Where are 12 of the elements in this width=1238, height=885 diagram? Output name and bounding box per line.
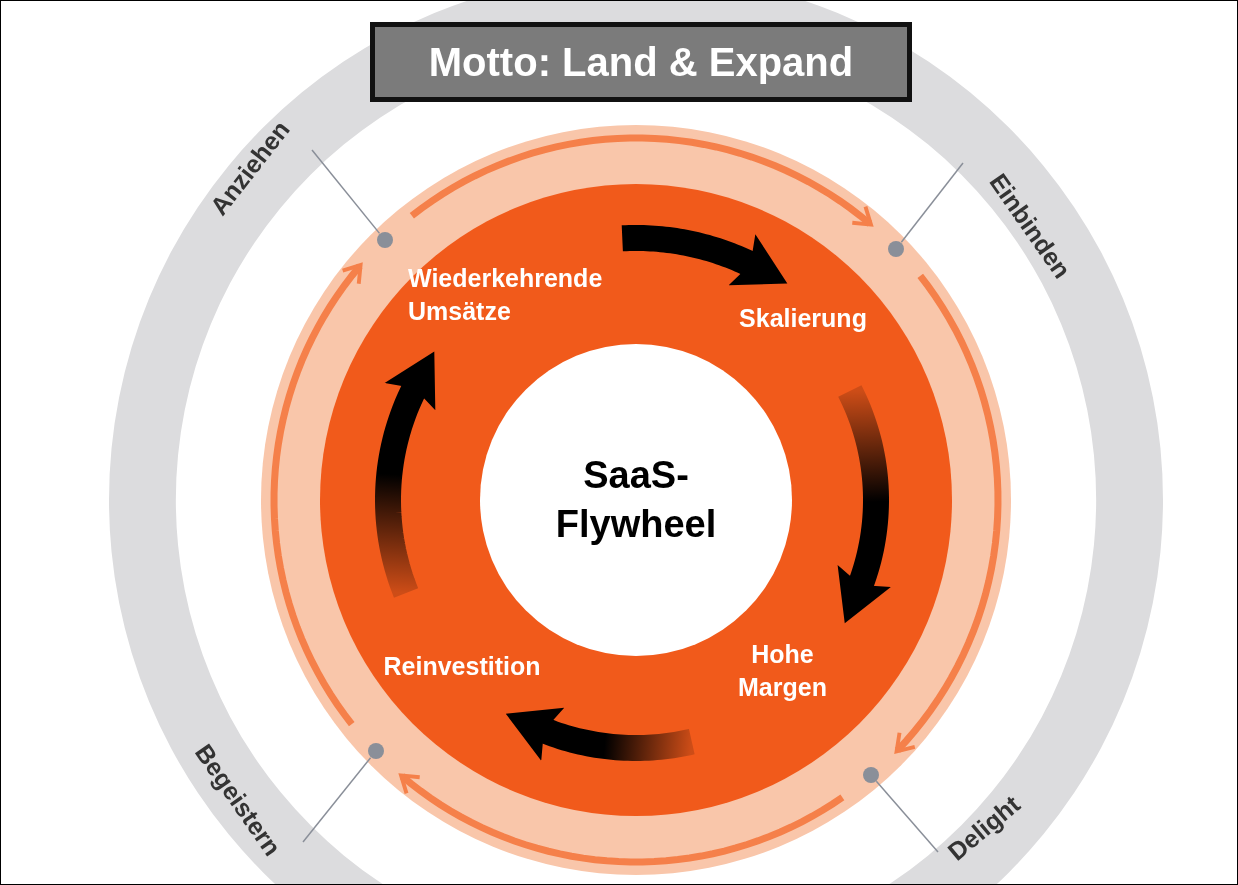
stage-label: Wiederkehrende Umsätze <box>408 262 630 327</box>
leader-line <box>900 162 964 243</box>
leader-line <box>302 756 372 843</box>
cycle-arrow <box>837 382 891 624</box>
flow-arrow <box>409 134 873 227</box>
flow-arrow <box>270 263 363 727</box>
leader-line <box>311 149 381 235</box>
flow-arrow <box>399 773 845 866</box>
stage-label: Skalierung <box>728 302 878 335</box>
flow-arrow <box>894 273 1002 754</box>
title-banner: Motto: Land & Expand <box>370 22 912 102</box>
leader-line <box>875 780 939 853</box>
